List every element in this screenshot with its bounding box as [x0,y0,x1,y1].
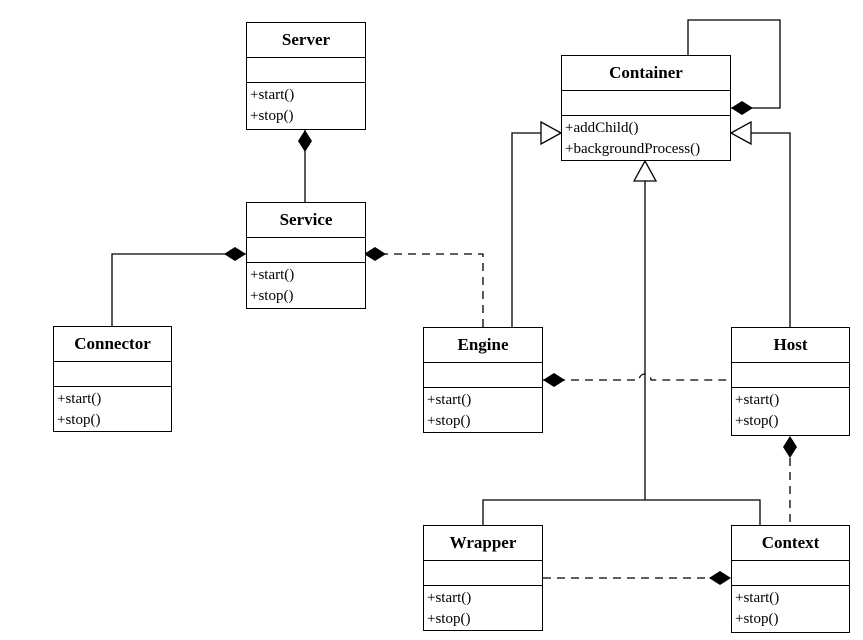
class-wrapper: Wrapper +start() +stop() [423,525,543,631]
class-name: Service [247,203,365,238]
inheritance-arrow [632,159,658,182]
attributes-compartment [562,91,730,116]
operations-compartment: +addChild() +backgroundProcess() [562,116,730,160]
attributes-compartment [732,363,849,388]
operation: +backgroundProcess() [565,141,701,157]
class-container: Container +addChild() +backgroundProcess… [561,55,731,161]
composition-diamond [731,101,753,115]
attributes-compartment [424,363,542,388]
class-context: Context +start() +stop() [731,525,850,633]
attributes-compartment [732,561,849,586]
composition-diamond [364,247,386,261]
composition-diamond [298,130,312,152]
operations-compartment: +start() +stop() [424,388,542,432]
operations-compartment: +start() +stop() [247,83,365,127]
operation: +stop() [735,413,779,429]
attributes-compartment [247,238,365,263]
class-engine: Engine +start() +stop() [423,327,543,433]
attributes-compartment [247,58,365,83]
generalization-wrapper-context [482,499,761,525]
operation: +start() [735,590,780,606]
operation: +stop() [250,108,294,124]
operation: +start() [427,590,472,606]
composition-diamond [709,571,731,585]
class-name: Container [562,56,730,91]
composition-diamond [783,436,797,458]
relation-service-connector [111,253,246,326]
composition-diamond [543,373,565,387]
operation: +start() [250,87,295,103]
class-name: Connector [54,327,171,362]
class-connector: Connector +start() +stop() [53,326,172,432]
operation: +start() [250,267,295,283]
operation: +start() [735,392,780,408]
inheritance-arrow [540,120,563,146]
operations-compartment: +start() +stop() [732,586,849,630]
operation: +stop() [57,412,101,428]
class-name: Server [247,23,365,58]
operation: +start() [427,392,472,408]
composition-diamond [224,247,246,261]
class-name: Host [732,328,849,363]
relation-service-engine [366,253,484,327]
attributes-compartment [424,561,542,586]
operations-compartment: +start() +stop() [54,387,171,431]
operations-compartment: +start() +stop() [732,388,849,432]
class-service: Service +start() +stop() [246,202,366,309]
operation: +stop() [735,611,779,627]
relation-container-self [687,19,781,109]
operation: +stop() [427,413,471,429]
attributes-compartment [54,362,171,387]
class-name: Wrapper [424,526,542,561]
inheritance-arrow [729,120,752,146]
operation: +stop() [427,611,471,627]
generalization-host-container [751,132,791,327]
operation: +stop() [250,288,294,304]
class-host: Host +start() +stop() [731,327,850,436]
operations-compartment: +start() +stop() [424,586,542,630]
operation: +addChild() [565,120,639,136]
class-name: Engine [424,328,542,363]
operation: +start() [57,391,102,407]
class-name: Context [732,526,849,561]
generalization-engine-container [511,132,541,327]
relation-engine-host [543,373,731,381]
class-server: Server +start() +stop() [246,22,366,130]
operations-compartment: +start() +stop() [247,263,365,307]
